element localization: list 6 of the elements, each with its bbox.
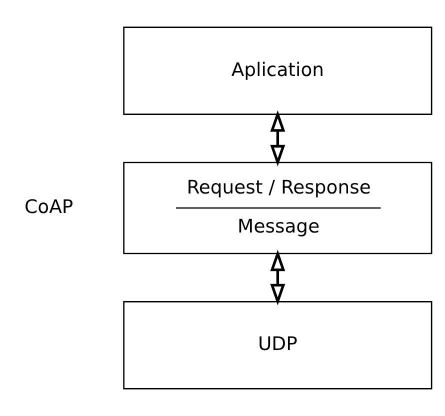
arrow [270,250,286,306]
node-box: Request / Response Message [123,162,432,254]
arrow [270,110,286,166]
node-box: Aplication [123,26,432,115]
node-box: UDP [123,301,432,390]
node-label: CoAP [24,196,74,218]
